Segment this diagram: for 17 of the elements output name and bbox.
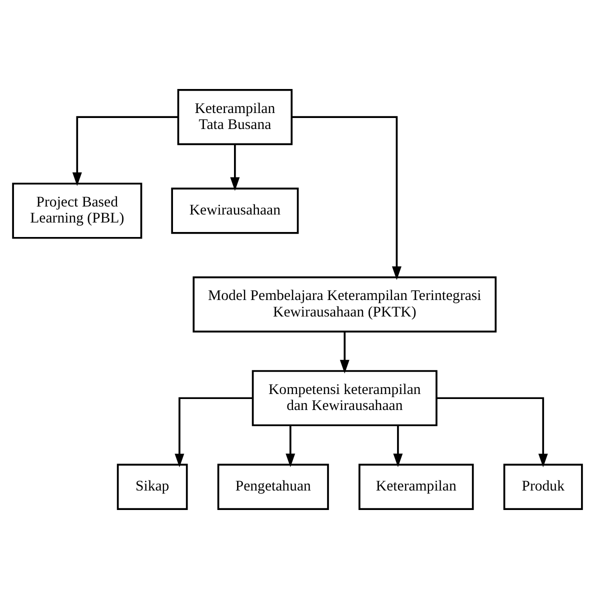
node-box: Keterampilan Tata Busana: [177, 88, 293, 145]
arrow: [340, 332, 350, 374]
arrow: [174, 396, 252, 467]
arrow: [286, 425, 296, 467]
node-box: Sikap: [116, 463, 188, 510]
arrow: [72, 116, 178, 186]
node-box: Model Pembelajara Keterampilan Terintegrasi Kewirausahaan (PKTK): [192, 276, 497, 332]
node-box: Kompetensi keterampilan dan Kewirausahaan: [252, 370, 438, 426]
arrow: [292, 116, 402, 280]
arrow: [230, 144, 240, 190]
node-box: Project Based Learning (PBL): [12, 182, 142, 238]
node-box: Keterampilan: [358, 463, 474, 510]
node-box: Kewirausahaan: [171, 187, 299, 234]
node-box: Produk: [503, 463, 583, 510]
arrow: [436, 396, 548, 467]
arrow: [393, 425, 403, 467]
node-box: Pengetahuan: [217, 463, 329, 510]
